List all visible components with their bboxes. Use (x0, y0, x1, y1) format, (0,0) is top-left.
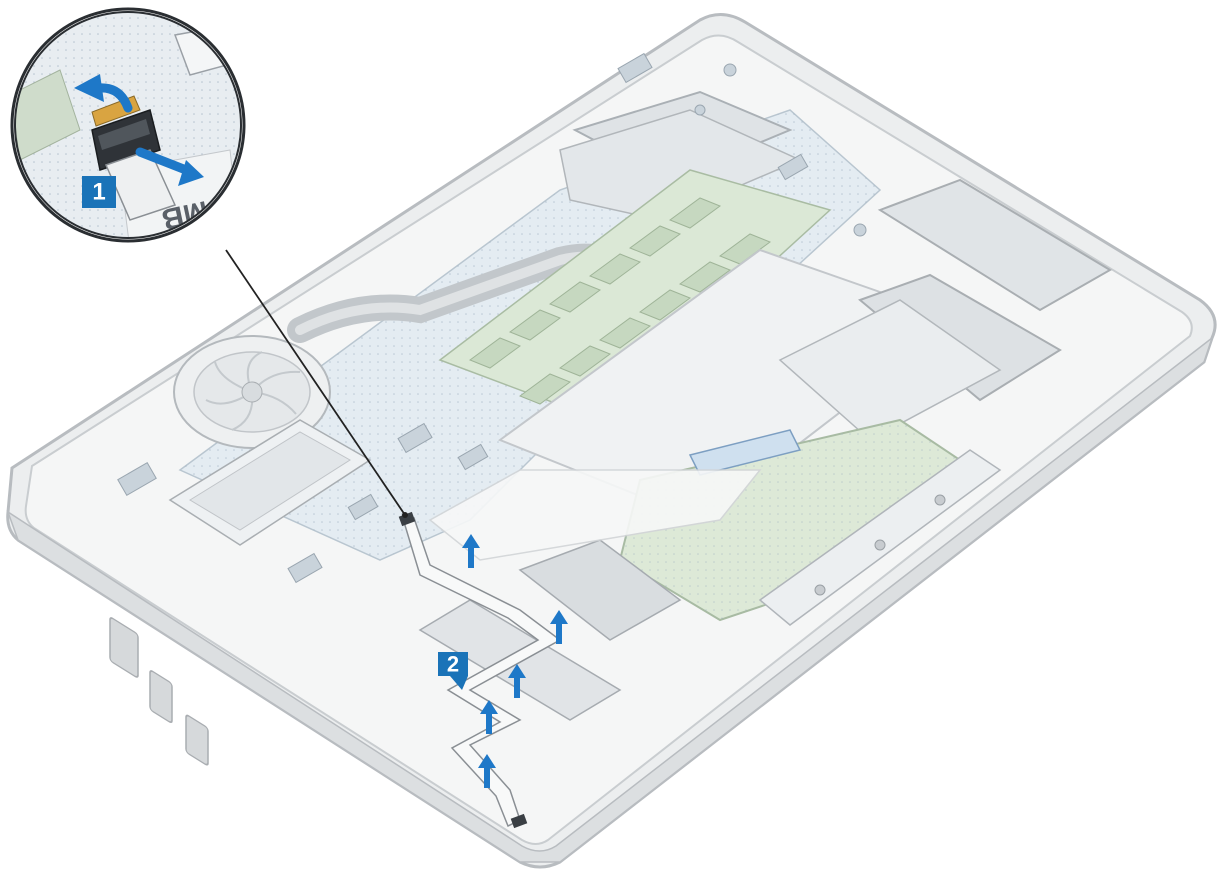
arrow-up-icon (508, 664, 526, 698)
callout-badge-icon (438, 652, 468, 690)
step-2-label: 2 (447, 652, 459, 677)
chassis-front-edge (6, 335, 1214, 863)
leader-line-icon (225, 249, 406, 516)
step-1-label: 1 (92, 179, 105, 206)
cooling-fan (173, 335, 331, 449)
arrow-curved-icon (74, 74, 133, 113)
step-1-callout: 1 (82, 176, 116, 208)
touchpad-screws (814, 494, 946, 596)
arrow-up-icon (462, 534, 480, 568)
cable-connector-bottom (510, 813, 528, 829)
touchpad-bracket (758, 449, 1002, 626)
battery-block-upper (877, 178, 1112, 312)
inset-flat-cable (104, 149, 177, 221)
smartcard-reader (778, 299, 1002, 441)
wlan-card (168, 419, 372, 546)
leader-line-end-dot (402, 512, 408, 518)
motherboard (117, 52, 966, 584)
callout-badge-icon (82, 176, 116, 208)
zoom-inset: MB 1 (10, 7, 246, 243)
arrow-right-icon (135, 147, 204, 186)
right-components (778, 178, 1112, 441)
arrow-up-icon (550, 610, 568, 644)
lift-arrows (462, 534, 568, 788)
arrow-up-icon (480, 700, 498, 734)
memory-modules (438, 169, 832, 421)
flat-cable (398, 511, 562, 829)
speaker-right (518, 539, 682, 641)
arrow-up-icon (478, 754, 496, 788)
tape-film (428, 469, 762, 561)
side-ports (109, 617, 209, 766)
step-2-callout: 2 (438, 652, 468, 690)
touchpad-ribbon (688, 429, 802, 476)
